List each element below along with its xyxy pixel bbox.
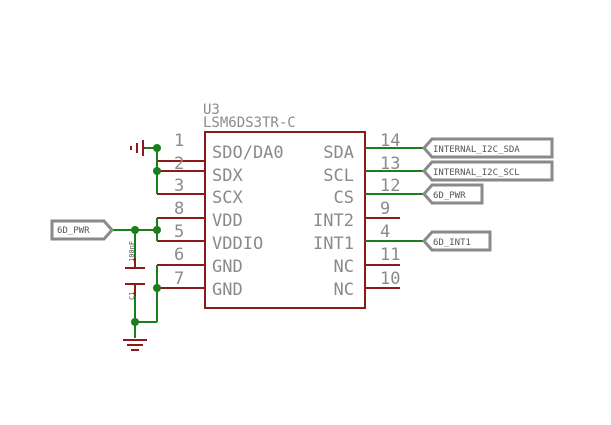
svg-text:3: 3 bbox=[174, 176, 184, 196]
pin-name-scl: SCL bbox=[323, 166, 354, 186]
ic-body bbox=[204, 131, 366, 309]
component-ref: U3 bbox=[203, 102, 220, 118]
svg-text:14: 14 bbox=[380, 131, 400, 151]
svg-text:INTERNAL_I2C_SCL: INTERNAL_I2C_SCL bbox=[433, 168, 520, 178]
left-pin-8: 8 VDD bbox=[157, 199, 243, 231]
capacitor-c1: 100nF C1 bbox=[125, 241, 145, 300]
svg-text:1: 1 bbox=[174, 131, 184, 151]
pin-name-sda: SDA bbox=[323, 143, 354, 163]
pin-name-vdd: VDD bbox=[212, 211, 243, 231]
net-flag-6d-pwr-right: 6D_PWR bbox=[421, 183, 484, 205]
pin-name-sdo: SDO/DA0 bbox=[212, 143, 284, 163]
net-ground-top bbox=[145, 144, 161, 194]
svg-text:11: 11 bbox=[380, 245, 400, 265]
svg-text:6: 6 bbox=[174, 245, 184, 265]
pin-name-gnd-2: GND bbox=[212, 280, 243, 300]
svg-text:2: 2 bbox=[174, 154, 184, 174]
left-pin-1: 1 SDO/DA0 bbox=[157, 131, 284, 163]
cap-ref: C1 bbox=[128, 292, 136, 300]
svg-text:7: 7 bbox=[174, 269, 184, 289]
svg-text:12: 12 bbox=[380, 176, 400, 196]
right-pin-9: 9 INT2 bbox=[313, 199, 400, 231]
left-pin-7: 7 GND bbox=[157, 269, 243, 300]
svg-text:5: 5 bbox=[174, 222, 184, 242]
pin-name-nc-2: NC bbox=[334, 280, 354, 300]
left-pin-3: 3 SCX bbox=[157, 176, 243, 208]
svg-text:INTERNAL_I2C_SDA: INTERNAL_I2C_SDA bbox=[433, 145, 520, 155]
svg-text:10: 10 bbox=[380, 269, 400, 289]
net-power-left bbox=[110, 218, 161, 268]
left-pin-6: 6 GND bbox=[157, 245, 243, 277]
svg-text:6D_INT1: 6D_INT1 bbox=[433, 238, 471, 248]
pin-name-int1: INT1 bbox=[313, 234, 354, 254]
ground-symbol-top bbox=[130, 140, 145, 156]
svg-text:9: 9 bbox=[380, 199, 390, 219]
pin-name-scx: SCX bbox=[212, 188, 243, 208]
pin-name-gnd-1: GND bbox=[212, 257, 243, 277]
svg-text:8: 8 bbox=[174, 199, 184, 219]
svg-text:6D_PWR: 6D_PWR bbox=[57, 226, 90, 236]
pin-name-sdx: SDX bbox=[212, 166, 243, 186]
net-ground-bottom bbox=[131, 265, 161, 338]
pin-name-int2: INT2 bbox=[313, 211, 354, 231]
cap-value: 100nF bbox=[128, 241, 136, 262]
svg-text:6D_PWR: 6D_PWR bbox=[433, 191, 466, 201]
net-flag-internal-i2c-sda: INTERNAL_I2C_SDA bbox=[421, 137, 554, 159]
net-flag-6d-pwr-left: 6D_PWR bbox=[50, 219, 115, 241]
ground-symbol-bottom bbox=[123, 339, 147, 351]
net-flag-6d-int1: 6D_INT1 bbox=[421, 230, 492, 252]
svg-text:4: 4 bbox=[380, 222, 390, 242]
component-part: LSM6DS3TR-C bbox=[203, 115, 296, 131]
svg-text:13: 13 bbox=[380, 154, 400, 174]
pin-name-cs: CS bbox=[334, 188, 354, 208]
net-flag-internal-i2c-scl: INTERNAL_I2C_SCL bbox=[421, 160, 554, 182]
right-pin-10: 10 NC bbox=[334, 269, 401, 300]
pin-name-vddio: VDDIO bbox=[212, 234, 263, 254]
left-pin-2: 2 SDX bbox=[157, 154, 243, 186]
left-pin-5: 5 VDDIO bbox=[157, 222, 263, 254]
right-pin-11: 11 NC bbox=[334, 245, 401, 277]
pin-name-nc-1: NC bbox=[334, 257, 354, 277]
right-pin-13: 13 SCL bbox=[323, 154, 400, 186]
